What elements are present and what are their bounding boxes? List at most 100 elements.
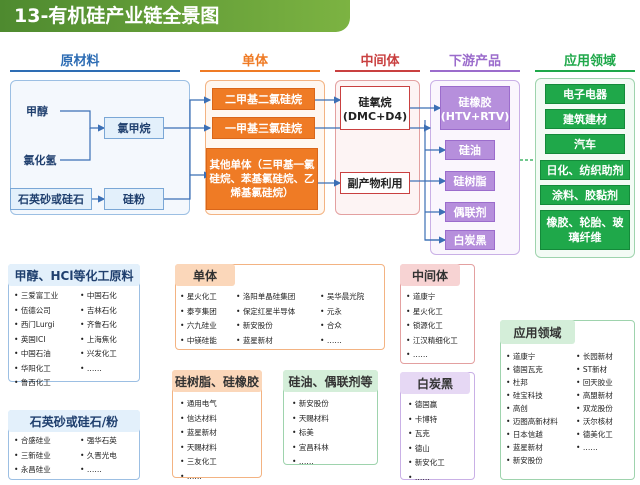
company: 蓝星新材 [506, 441, 558, 454]
card-monomer-col1: 星火化工 泰亨集团 六九硅业 中镁硅能 [180, 290, 217, 348]
card-monomer-col3: 吴华晨光院 元永 合众 …… [320, 290, 365, 349]
node-silicon-powder: 硅粉 [104, 188, 164, 210]
company: …… [320, 334, 364, 349]
header-downstream: 下游产品 [448, 54, 501, 69]
company: 西门Lurgi [14, 318, 58, 333]
card-intermediate-col1: 道康宁 星火化工 锁源化工 江汉精细化工 …… [406, 290, 458, 363]
company: ST新材 [576, 363, 613, 376]
company: 信达材料 [180, 412, 217, 427]
node-white-carbon-black: 白炭黑 [445, 230, 495, 250]
card-quartz-col2: 强华石英 久晋光电 …… [80, 434, 117, 478]
card-quartz-col1: 合盛硅业 三新硅业 永昌硅业 [14, 434, 51, 478]
header-raw-underline [10, 70, 180, 72]
card-resin-rubber-col1: 通用电气 信达材料 蓝星新材 天赐材料 三友化工 …… [180, 397, 217, 484]
card-monomer-title: 单体 [175, 264, 235, 286]
company: 新安化工 [408, 456, 445, 471]
company: 长园新材 [576, 350, 613, 363]
node-silicone-rubber-label: 硅橡胶 [458, 95, 492, 109]
node-construction: 建筑建材 [545, 109, 625, 129]
company: 锁源化工 [406, 319, 458, 334]
company: 星火化工 [180, 290, 217, 305]
node-siloxane: 硅氧烷 (DMC+D4) [340, 86, 410, 130]
company: 三友化工 [180, 455, 217, 470]
header-downstream-underline [430, 70, 520, 72]
company: 鲁西化工 [14, 376, 58, 391]
company: 日本信越 [506, 428, 558, 441]
company: …… [406, 348, 458, 363]
card-quartz-title: 石英砂或硅石/粉 [8, 410, 140, 432]
company: 新安股份 [506, 454, 558, 467]
company: 泰亨集团 [180, 305, 217, 320]
node-silicone-rubber-sub: (HTV+RTV) [440, 109, 510, 123]
card-white-carbon-title: 白炭黑 [400, 372, 470, 394]
company: 通用电气 [180, 397, 217, 412]
node-methyltrichlorosilane: 一甲基三氯硅烷 [212, 117, 315, 139]
header-monomer-underline [200, 70, 320, 72]
company: 瓦克 [408, 427, 445, 442]
company: 宜昌科林 [292, 441, 329, 456]
company: 元永 [320, 305, 364, 320]
card-raw-chemicals-col2: 中国石化 吉林石化 齐鲁石化 上海焦化 兴发化工 …… [80, 289, 117, 376]
company: 卡博特 [408, 413, 445, 428]
company: 英国ICI [14, 333, 58, 348]
header-application: 应用领域 [563, 54, 616, 69]
header-monomer: 单体 [241, 54, 268, 69]
header-raw: 原材料 [60, 54, 100, 69]
company: 华阳化工 [14, 362, 58, 377]
company: 德山 [408, 442, 445, 457]
node-coupling-agent: 偶联剂 [445, 202, 495, 222]
company: 硅宝科技 [506, 389, 558, 402]
node-other-monomers: 其他单体（三甲基一氯硅烷、苯基氯硅烷、乙烯基氯硅烷） [206, 148, 318, 210]
company: 三爱富工业 [14, 289, 59, 304]
node-silicone-rubber: 硅橡胶 (HTV+RTV) [440, 86, 510, 130]
card-raw-chemicals-col1: 三爱富工业 伍德公司 西门Lurgi 英国ICI 中国石油 华阳化工 鲁西化工 [14, 289, 59, 391]
node-quartz-sand: 石英砂或硅石 [10, 188, 92, 210]
company: 德美化工 [576, 428, 613, 441]
node-siloxane-sub: (DMC+D4) [342, 109, 408, 123]
card-application-col2: 长园新材 ST新材 回天胶业 高盟新材 双龙股份 沃尔核材 德美化工 …… [576, 350, 613, 454]
company: …… [80, 362, 117, 377]
company: 上海焦化 [80, 333, 117, 348]
company: …… [292, 455, 329, 470]
company: 高创 [506, 402, 558, 415]
company: …… [180, 470, 217, 485]
company: 蓝星新材 [236, 334, 295, 349]
company: 道康宁 [506, 350, 558, 363]
company: 新安股份 [292, 397, 329, 412]
company: 永昌硅业 [14, 463, 51, 478]
node-daily-chemicals: 日化、纺织助剂 [540, 160, 630, 180]
card-white-carbon-col1: 德国赢 卡博特 瓦克 德山 新安化工 …… [408, 398, 445, 485]
company: …… [80, 463, 117, 478]
header-application-underline [535, 70, 635, 72]
company: 道康宁 [406, 290, 458, 305]
card-raw-chemicals-title: 甲醇、HCl等化工原料 [8, 264, 140, 286]
company: 杜邦 [506, 376, 558, 389]
header-intermediate-underline [335, 70, 420, 72]
node-byproduct: 副产物利用 [340, 172, 410, 194]
company: 中国石化 [80, 289, 117, 304]
company: 强华石英 [80, 434, 117, 449]
node-silicone-oil: 硅油 [445, 140, 495, 160]
company: 中国石油 [14, 347, 58, 362]
company: 兴发化工 [80, 347, 117, 362]
node-hydrogen-chloride: 氯化氢 [23, 154, 57, 167]
node-silicone-resin: 硅树脂 [445, 171, 495, 191]
card-oil-coupling-col1: 新安股份 天赐材料 标美 宜昌科林 …… [292, 397, 329, 470]
node-dimethyldichlorosilane: 二甲基二氯硅烷 [212, 88, 315, 110]
company: …… [576, 441, 613, 454]
card-application-col1: 道康宁 德国瓦克 杜邦 硅宝科技 高创 迈图高新材料 日本信越 蓝星新材 新安股… [506, 350, 558, 467]
header-intermediate: 中间体 [360, 54, 400, 69]
company: 迈图高新材料 [506, 415, 558, 428]
company: 天赐材料 [292, 412, 329, 427]
card-resin-rubber-title: 硅树脂、硅橡胶 [172, 370, 262, 392]
company: 江汉精细化工 [406, 334, 458, 349]
company: 回天胶业 [576, 376, 613, 389]
node-coatings: 涂料、胶黏剂 [540, 185, 630, 205]
company: 合盛硅业 [14, 434, 51, 449]
card-application-title: 应用领域 [500, 320, 575, 344]
company: 蓝星新材 [180, 426, 217, 441]
company: 标美 [292, 426, 329, 441]
company: 吉林石化 [80, 304, 117, 319]
company: 中镁硅能 [180, 334, 217, 349]
card-oil-coupling-title: 硅油、偶联剂等 [283, 370, 378, 392]
